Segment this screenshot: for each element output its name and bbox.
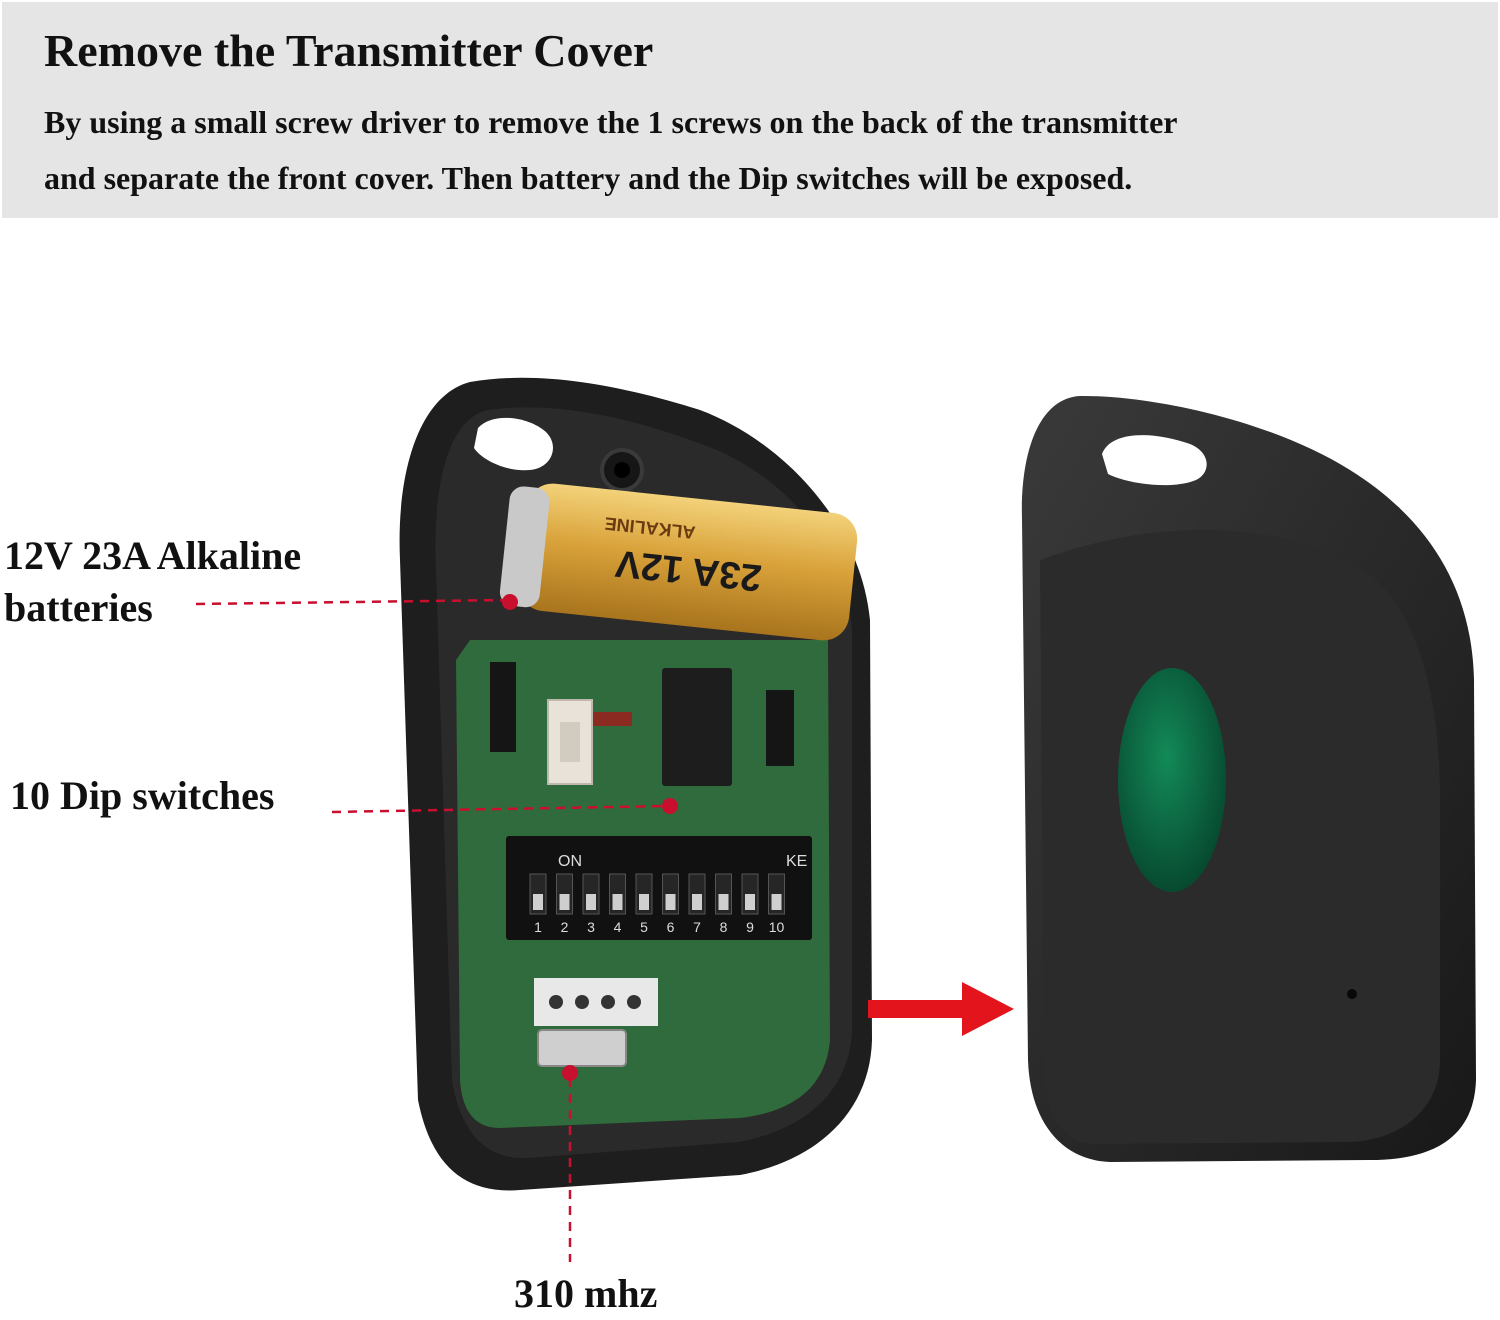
cover-keyring-hole	[1102, 435, 1207, 486]
dip-switch-number: 4	[614, 919, 622, 935]
battery-clip-left	[490, 662, 516, 752]
callout-dot-dip	[662, 798, 678, 814]
keyring-hole	[474, 417, 553, 471]
dip-switch-knob	[639, 894, 649, 910]
dip-on-label: ON	[558, 853, 582, 870]
dip-switch-number: 10	[769, 919, 785, 935]
instruction-line-2: and separate the front cover. Then batte…	[44, 160, 1133, 196]
dip-switch-number: 3	[587, 919, 595, 935]
dip-switch-knob	[559, 894, 570, 910]
led-indicator-icon	[1347, 989, 1357, 999]
callout-dot-battery	[502, 594, 518, 610]
dip-switch-knob	[533, 894, 543, 910]
dip-switch-number: 6	[667, 919, 675, 935]
dip-switch-knob	[665, 894, 676, 910]
dip-switch-number: 8	[720, 919, 728, 935]
label-battery-line-2: batteries	[4, 585, 153, 630]
open-transmitter: ON KE 1 2 3 4 5 6 7 8 9 10 23A 12V ALKALINE	[399, 377, 872, 1191]
label-dip-switches: 10 Dip switches	[10, 773, 275, 818]
dip-switch-knob	[771, 894, 782, 910]
callout-dip	[331, 798, 678, 814]
instruction-text: By using a small screw driver to remove …	[44, 94, 1177, 206]
arrow-icon	[868, 982, 1014, 1036]
battery-clip-right	[766, 690, 794, 766]
dip-switch-knob	[718, 894, 729, 910]
dip-switch-number: 7	[693, 919, 701, 935]
instruction-line-1: By using a small screw driver to remove …	[44, 104, 1178, 140]
dip-switch-number: 2	[561, 919, 569, 935]
label-battery-line-1: 12V 23A Alkaline	[4, 533, 302, 578]
header-banner: Remove the Transmitter Cover By using a …	[2, 2, 1498, 218]
dip-switch-knob	[612, 894, 623, 910]
dip-switch-number: 9	[746, 919, 754, 935]
battery-23a: 23A 12V ALKALINE	[499, 483, 858, 641]
front-cover	[1021, 395, 1476, 1162]
dip-switch-knob	[586, 894, 596, 910]
dip-switch-block: ON KE 1 2 3 4 5 6 7 8 9 10	[506, 836, 812, 940]
dip-switch-number: 5	[640, 919, 648, 935]
green-button	[1118, 668, 1226, 892]
dip-switch-row: 1 2 3 4 5 6 7 8 9 10	[529, 873, 785, 935]
dip-ke-label: KE	[786, 853, 807, 870]
crystal-oscillator	[537, 1029, 627, 1067]
dip-switch-knob	[745, 894, 755, 910]
callout-dot-frequency	[562, 1065, 578, 1081]
label-frequency: 310 mhz	[514, 1271, 658, 1316]
callout-battery	[195, 594, 518, 610]
page-title: Remove the Transmitter Cover	[44, 25, 654, 76]
chip-u1	[662, 668, 732, 786]
label-battery: 12V 23A Alkaline batteries	[4, 530, 301, 634]
dip-switch-number: 1	[534, 919, 542, 935]
dip-switch-knob	[692, 894, 702, 910]
cover-raised-panel	[1040, 530, 1440, 1144]
diode-z1	[592, 712, 632, 726]
callout-frequency	[562, 1065, 578, 1262]
